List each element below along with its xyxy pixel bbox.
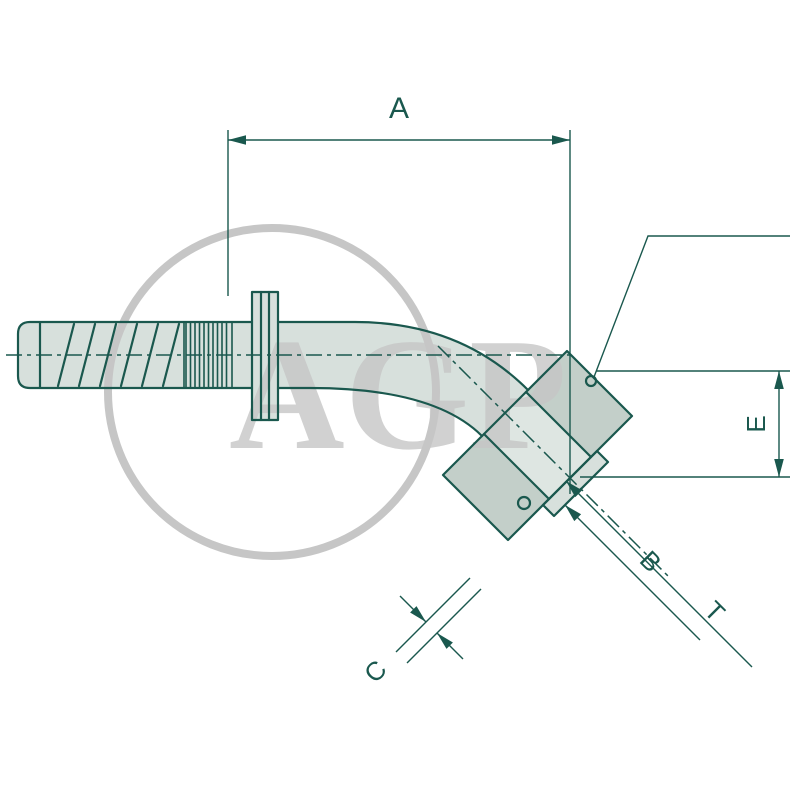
dim-a-arrow-right — [552, 135, 570, 145]
o-ring-circle — [516, 495, 532, 511]
dim-t-line — [565, 480, 753, 668]
dim-label-a: A — [389, 92, 409, 125]
centerline-diagonal — [437, 345, 669, 577]
dim-c-extension-1 — [395, 577, 471, 653]
dim-a-arrow-left — [228, 135, 246, 145]
leader-dot — [584, 374, 598, 388]
elbow-tube-top-edge — [276, 320, 530, 392]
dim-t-arrow — [566, 481, 583, 498]
dim-c-extension-2 — [406, 588, 482, 664]
watermark-circle — [104, 224, 440, 560]
nut-facet-line-upper — [524, 390, 593, 459]
nut-lower-facet-fill — [443, 434, 549, 540]
fitting-strokes — [6, 130, 790, 668]
collar-flange-outline — [250, 290, 280, 422]
dim-b-line — [564, 504, 701, 641]
elbow-tube-bottom-edge — [276, 386, 484, 438]
dim-label-t: T — [698, 595, 731, 628]
nut-dark-facets — [443, 351, 632, 540]
dim-label-e: E — [741, 415, 771, 432]
dimension-labels: A E B T C — [358, 92, 771, 689]
seal-nose-outline — [541, 449, 610, 518]
watermark-text: AGP — [229, 305, 567, 483]
collar-flange-inner-lines — [259, 290, 271, 422]
dim-b-arrow — [565, 505, 582, 522]
dim-e-arrow-bottom — [774, 459, 784, 477]
dim-label-b: B — [634, 545, 667, 578]
dim-c-arrow-nw — [410, 606, 426, 622]
dim-c-arrow-se — [437, 633, 453, 649]
dim-label-c: C — [358, 654, 392, 688]
watermark: AGP — [104, 224, 567, 560]
elbow-tube-fill — [278, 322, 528, 436]
nut-upper-facet-fill — [526, 351, 632, 457]
collar-flange-fill — [252, 292, 278, 420]
nut-facet-line-lower — [482, 432, 551, 501]
dimension-arrowheads — [228, 135, 784, 649]
leader-line — [593, 235, 790, 378]
dim-e-arrow-top — [774, 371, 784, 389]
